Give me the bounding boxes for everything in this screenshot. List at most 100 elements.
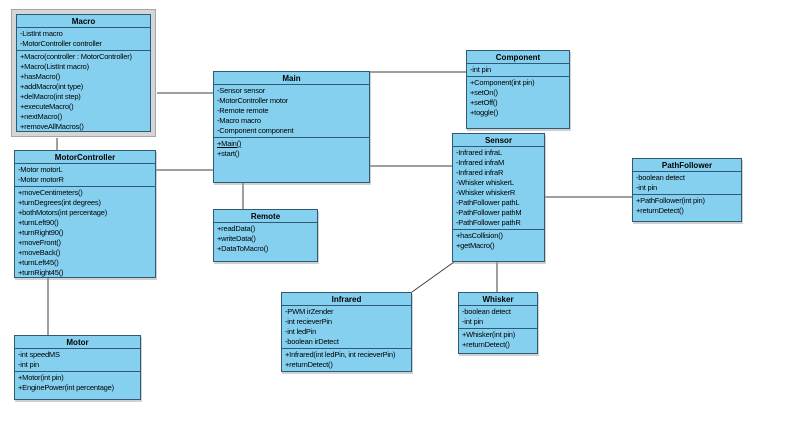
class-component-methods: +Component(int pin)+setOn()+setOff()+tog… <box>467 76 569 119</box>
class-motor[interactable]: Motor -int speedMS-int pin +Motor(int pi… <box>14 335 141 400</box>
member-line: -int ledPin <box>285 327 317 336</box>
member-line: +PathFollower(int pin) <box>636 196 705 205</box>
class-main-methods: +Main()+start() <box>214 137 369 160</box>
member-line: +Main() <box>217 139 242 148</box>
member-line: -Motor motorR <box>18 175 64 184</box>
member-line: +turnRight90() <box>18 228 64 237</box>
member-line: -Remote remote <box>217 106 269 115</box>
class-infrared[interactable]: Infrared -PWM irZender-int recieverPin-i… <box>281 292 412 372</box>
member-line: +Macro(ListInt macro) <box>20 62 89 71</box>
class-whisker[interactable]: Whisker -boolean detect-int pin +Whisker… <box>458 292 538 354</box>
member-line: -int pin <box>18 360 39 369</box>
class-remote[interactable]: Remote +readData()+writeData()+DataToMac… <box>213 209 318 262</box>
member-line: -Whisker whiskerL <box>456 178 514 187</box>
member-line: +turnLeft90() <box>18 218 59 227</box>
member-line: +hasMacro() <box>20 72 61 81</box>
class-motorcontroller[interactable]: MotorController -Motor motorL-Motor moto… <box>14 150 156 278</box>
member-line: -boolean detect <box>462 307 511 316</box>
member-line: +EnginePower(int percentage) <box>18 383 114 392</box>
member-line: -int recieverPin <box>285 317 332 326</box>
member-line: -Component component <box>217 126 294 135</box>
class-motor-methods: +Motor(int pin)+EnginePower(int percenta… <box>15 371 140 394</box>
member-line: +setOff() <box>470 98 498 107</box>
class-remote-title: Remote <box>214 210 317 223</box>
member-line: +moveFront() <box>18 238 61 247</box>
member-line: +getMacro() <box>456 241 495 250</box>
class-motorcontroller-attributes: -Motor motorL-Motor motorR <box>15 164 155 186</box>
member-line: -Infrared infraM <box>456 158 505 167</box>
member-line: -PathFollower pathM <box>456 208 522 217</box>
member-line: +returnDetect() <box>462 340 510 349</box>
class-component[interactable]: Component -int pin +Component(int pin)+s… <box>466 50 570 129</box>
member-line: +DataToMacro() <box>217 244 269 253</box>
class-infrared-attributes: -PWM irZender-int recieverPin-int ledPin… <box>282 306 411 348</box>
class-main[interactable]: Main -Sensor sensor-MotorController moto… <box>213 71 370 183</box>
connector-sensor-infrared[interactable] <box>411 261 455 293</box>
member-line: +toggle() <box>470 108 499 117</box>
member-line: +Macro(controller : MotorController) <box>20 52 132 61</box>
class-whisker-methods: +Whisker(int pin)+returnDetect() <box>459 328 537 351</box>
class-whisker-attributes: -boolean detect-int pin <box>459 306 537 328</box>
member-line: -MotorController motor <box>217 96 289 105</box>
member-line: +bothMotors(int percentage) <box>18 208 108 217</box>
member-line: +returnDetect() <box>636 206 684 215</box>
member-line: +moveBack() <box>18 248 61 257</box>
class-macro-title: Macro <box>17 15 150 28</box>
member-line: +writeData() <box>217 234 256 243</box>
member-line: +turnRight45() <box>18 268 64 277</box>
member-line: +Component(int pin) <box>470 78 535 87</box>
class-remote-methods: +readData()+writeData()+DataToMacro() <box>214 223 317 255</box>
member-line: -ListInt macro <box>20 29 63 38</box>
member-line: +hasCollision() <box>456 231 503 240</box>
member-line: +setOn() <box>470 88 498 97</box>
member-line: +readData() <box>217 224 256 233</box>
selection-frame-macro[interactable]: Macro -ListInt macro-MotorController con… <box>11 9 156 137</box>
class-pathfollower-methods: +PathFollower(int pin)+returnDetect() <box>633 194 741 217</box>
member-line: +delMacro(int step) <box>20 92 81 101</box>
class-macro-attributes: -ListInt macro-MotorController controlle… <box>17 28 150 50</box>
class-pathfollower-attributes: -boolean detect-int pin <box>633 172 741 194</box>
class-motorcontroller-methods: +moveCentimeters()+turnDegrees(int degre… <box>15 186 155 277</box>
member-line: -PathFollower pathL <box>456 198 520 207</box>
class-pathfollower-title: PathFollower <box>633 159 741 172</box>
member-line: -PathFollower pathR <box>456 218 521 227</box>
class-macro[interactable]: Macro -ListInt macro-MotorController con… <box>16 14 151 132</box>
member-line: +moveCentimeters() <box>18 188 83 197</box>
class-sensor-methods: +hasCollision()+getMacro() <box>453 229 544 252</box>
class-component-title: Component <box>467 51 569 64</box>
class-sensor[interactable]: Sensor -Infrared infraL-Infrared infraM-… <box>452 133 545 262</box>
member-line: +returnDetect() <box>285 360 333 369</box>
class-motor-title: Motor <box>15 336 140 349</box>
class-sensor-attributes: -Infrared infraL-Infrared infraM-Infrare… <box>453 147 544 229</box>
class-infrared-methods: +Infrared(int ledPin, int recieverPin)+r… <box>282 348 411 371</box>
class-main-title: Main <box>214 72 369 85</box>
class-component-attributes: -int pin <box>467 64 569 76</box>
member-line: +turnDegrees(int degrees) <box>18 198 101 207</box>
member-line: -Motor motorL <box>18 165 63 174</box>
member-line: -boolean irDetect <box>285 337 339 346</box>
member-line: +Whisker(int pin) <box>462 330 516 339</box>
member-line: +addMacro(int type) <box>20 82 84 91</box>
class-motor-attributes: -int speedMS-int pin <box>15 349 140 371</box>
member-line: +start() <box>217 149 240 158</box>
member-line: -Infrared infraR <box>456 168 504 177</box>
member-line: -int speedMS <box>18 350 60 359</box>
member-line: +removeAllMacros() <box>20 122 84 131</box>
member-line: -boolean detect <box>636 173 685 182</box>
class-sensor-title: Sensor <box>453 134 544 147</box>
class-infrared-title: Infrared <box>282 293 411 306</box>
member-line: +Motor(int pin) <box>18 373 64 382</box>
member-line: -int pin <box>470 65 491 74</box>
class-motorcontroller-title: MotorController <box>15 151 155 164</box>
member-line: -int pin <box>636 183 657 192</box>
class-main-attributes: -Sensor sensor-MotorController motor-Rem… <box>214 85 369 137</box>
class-whisker-title: Whisker <box>459 293 537 306</box>
member-line: +turnLeft45() <box>18 258 59 267</box>
member-line: -Whisker whiskerR <box>456 188 516 197</box>
member-line: +nextMacro() <box>20 112 62 121</box>
member-line: +executeMacro() <box>20 102 74 111</box>
class-pathfollower[interactable]: PathFollower -boolean detect-int pin +Pa… <box>632 158 742 222</box>
member-line: -Sensor sensor <box>217 86 266 95</box>
